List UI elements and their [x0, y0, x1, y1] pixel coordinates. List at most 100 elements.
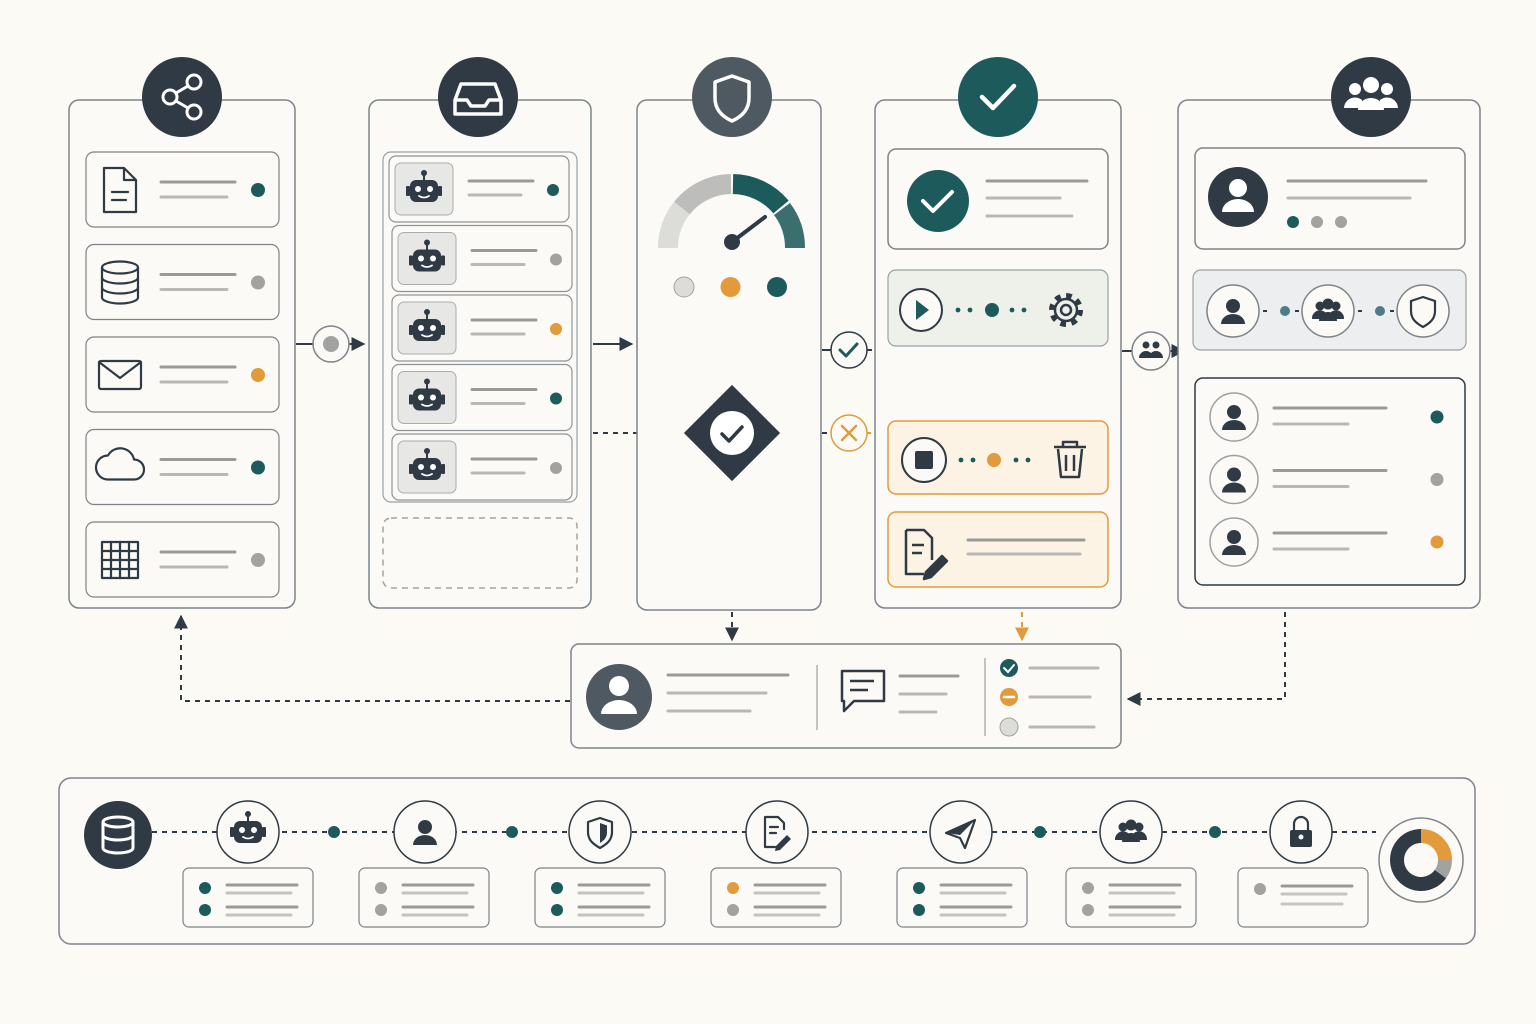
checklist-empty	[999, 717, 1096, 737]
donut-segment	[1390, 829, 1447, 891]
risk-gauge	[657, 174, 806, 249]
database-icon	[84, 801, 152, 869]
status-dot	[1430, 410, 1444, 424]
status-dot	[551, 904, 563, 916]
timeline-panel	[58, 777, 1476, 945]
status-dot	[550, 392, 562, 405]
donut-segment	[1434, 859, 1452, 879]
send-icon	[944, 818, 977, 850]
check-diamond-icon	[683, 384, 781, 482]
user-icon	[1222, 467, 1246, 493]
robot-icon	[409, 448, 445, 480]
approved-card	[887, 148, 1109, 250]
database-icon	[100, 260, 140, 305]
feedback-panel	[570, 643, 1122, 749]
status-dot	[550, 253, 562, 266]
trash-icon	[1054, 440, 1086, 479]
edit-document-icon	[904, 528, 949, 581]
agent-queue-item[interactable]	[391, 433, 573, 501]
source-item[interactable]	[85, 151, 280, 228]
status-dot	[727, 882, 739, 894]
queue-inner-frame	[382, 151, 578, 503]
status-dot	[550, 462, 562, 474]
cloud-icon	[94, 447, 146, 481]
agent-queue-item[interactable]	[388, 155, 570, 223]
stage-risk-gate	[636, 57, 822, 611]
user-icon	[1222, 530, 1246, 555]
connector-team-feedback	[1126, 612, 1286, 706]
check-icon	[958, 57, 1038, 137]
robot-icon	[409, 239, 445, 272]
status-dot	[251, 553, 265, 567]
donut-segment	[1420, 829, 1452, 861]
user-icon	[1221, 299, 1245, 324]
user-avatar-icon	[586, 664, 652, 730]
team-icon	[1331, 57, 1411, 137]
reviewer-row[interactable]	[1209, 392, 1444, 442]
progress-donut-chart	[1378, 817, 1464, 903]
approved-check-node	[830, 331, 868, 369]
table-grid-icon	[100, 540, 140, 580]
rejected-x-node	[830, 414, 868, 452]
team-handoff-node	[1131, 331, 1171, 371]
review-step	[1301, 284, 1394, 338]
status-dot	[199, 904, 211, 916]
agent-queue-item[interactable]	[391, 363, 573, 432]
review-steps-card	[1192, 269, 1467, 351]
review-step	[1396, 284, 1450, 338]
robot-icon	[230, 811, 266, 843]
status-dot	[375, 904, 387, 916]
timeline-step[interactable]	[710, 800, 842, 928]
chat-bubble-icon	[840, 669, 886, 713]
user-icon	[413, 820, 437, 845]
source-item[interactable]	[85, 336, 280, 413]
share-icon	[142, 57, 222, 137]
stage-agent-queue	[368, 57, 592, 609]
timeline-step[interactable]	[1237, 800, 1369, 928]
reviewer-row[interactable]	[1209, 454, 1444, 505]
gauge-needle	[724, 215, 767, 250]
robot-icon	[409, 309, 445, 341]
status-dot	[251, 460, 265, 475]
robot-icon	[409, 378, 445, 411]
stage-team-review	[1177, 57, 1481, 609]
shield-icon	[1409, 295, 1437, 329]
timeline-step[interactable]	[534, 800, 666, 928]
agent-queue-item[interactable]	[391, 224, 573, 293]
status-dot	[251, 275, 265, 290]
timeline-dot	[328, 826, 340, 838]
agent-queue-item[interactable]	[391, 294, 573, 362]
lock-icon	[1290, 815, 1312, 847]
gear-icon	[1049, 293, 1083, 327]
status-dot	[551, 882, 563, 894]
source-item[interactable]	[85, 428, 280, 506]
inbox-tray-icon	[438, 57, 518, 137]
shield-icon	[586, 816, 614, 850]
status-dot	[251, 368, 265, 382]
review-step	[1206, 284, 1299, 338]
connector-feedback-sources	[174, 614, 570, 702]
timeline-step[interactable]	[1065, 800, 1197, 928]
reviewer-row[interactable]	[1209, 517, 1444, 567]
run-card	[887, 269, 1109, 347]
document-icon	[102, 166, 138, 214]
source-item[interactable]	[85, 243, 280, 321]
status-dot	[1082, 882, 1094, 894]
timeline-step[interactable]	[358, 800, 490, 928]
user-avatar-icon	[1208, 167, 1268, 227]
edit-document-icon	[763, 815, 791, 851]
timeline-step[interactable]	[182, 800, 314, 928]
owner-card	[1194, 147, 1466, 250]
checklist-partial	[1000, 688, 1092, 706]
status-dot	[727, 904, 739, 916]
user-icon	[1222, 405, 1246, 430]
timeline-dot	[1209, 826, 1221, 838]
status-dot	[547, 184, 559, 196]
timeline-step[interactable]	[896, 800, 1028, 928]
team-icon	[1114, 819, 1148, 842]
source-item[interactable]	[85, 521, 280, 598]
risk-level-dot	[673, 276, 695, 298]
status-dot	[913, 904, 925, 916]
